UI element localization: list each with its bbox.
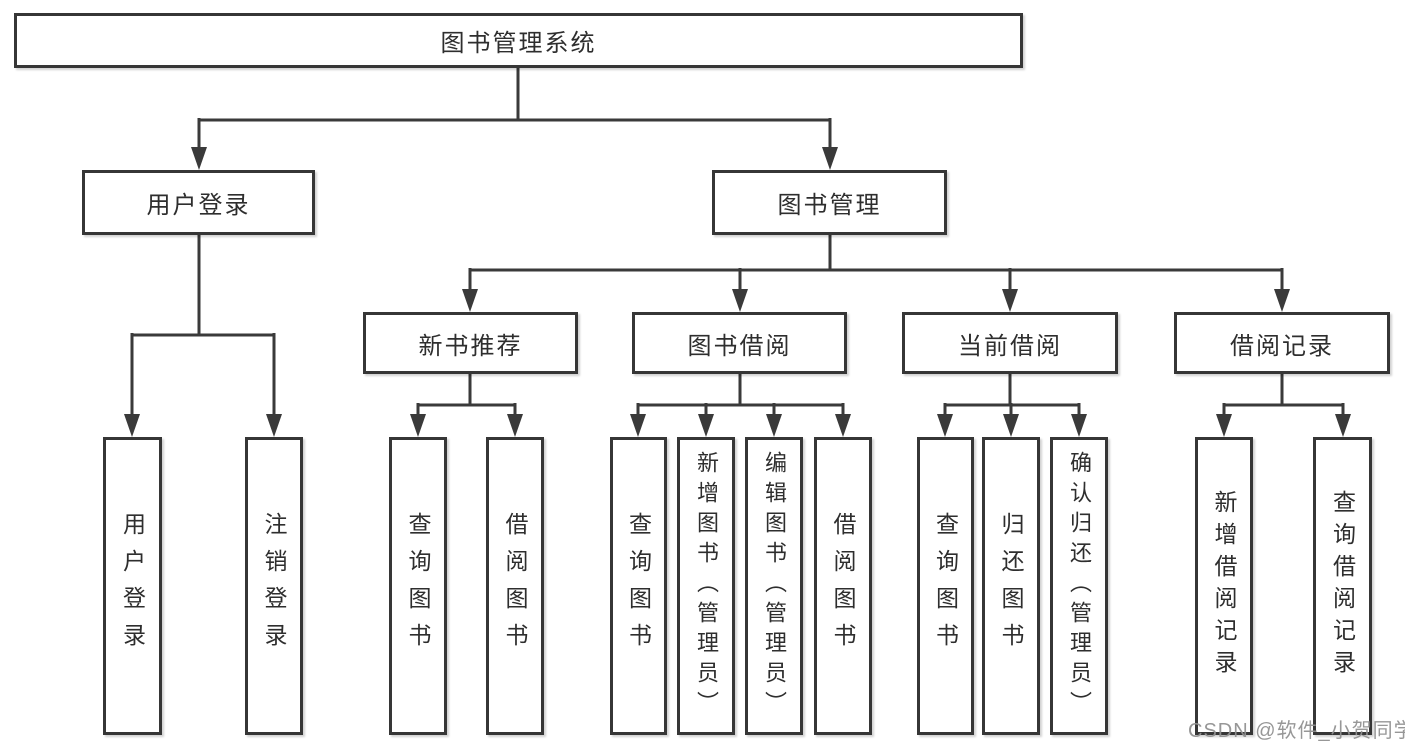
leaf-records-query-borrow-record: 查询借阅记录 <box>1313 437 1372 735</box>
leaf-borrowing-query-books: 查询图书 <box>610 437 667 735</box>
node-new-book-recommend: 新书推荐 <box>363 312 578 374</box>
node-library-management-system: 图书管理系统 <box>14 13 1023 68</box>
csdn-watermark: CSDN @软件_小贺同学 <box>1188 720 1405 742</box>
leaf-borrowing-borrow-books: 借阅图书 <box>814 437 872 735</box>
leaf-recommend-borrow-books: 借阅图书 <box>486 437 544 735</box>
node-book-borrowing: 图书借阅 <box>632 312 847 374</box>
connector-borrow-records-children <box>1216 374 1351 437</box>
leaf-logout-login: 注销登录 <box>245 437 303 735</box>
connector-book-borrowing-children <box>630 374 851 437</box>
leaf-recommend-query-books: 查询图书 <box>389 437 447 735</box>
node-book-management: 图书管理 <box>712 170 947 235</box>
leaf-borrowing-edit-books-admin: 编辑图书（管理员） <box>745 437 803 735</box>
leaf-borrowing-add-books-admin: 新增图书（管理员） <box>677 437 735 735</box>
node-current-borrowing: 当前借阅 <box>902 312 1118 374</box>
node-borrow-records: 借阅记录 <box>1174 312 1390 374</box>
leaf-current-confirm-return-admin: 确认归还（管理员） <box>1050 437 1108 735</box>
leaf-current-query-books: 查询图书 <box>917 437 974 735</box>
leaf-current-return-books: 归还图书 <box>982 437 1040 735</box>
connector-root-to-level2 <box>191 68 838 170</box>
node-user-login: 用户登录 <box>82 170 315 235</box>
connector-user-login-children <box>124 235 282 437</box>
connector-current-borrowing-children <box>937 374 1087 437</box>
leaf-user-login: 用户登录 <box>103 437 162 735</box>
connector-book-management-children <box>462 235 1290 312</box>
connector-new-book-recommend-children <box>410 374 523 437</box>
leaf-records-add-borrow-record: 新增借阅记录 <box>1195 437 1253 735</box>
